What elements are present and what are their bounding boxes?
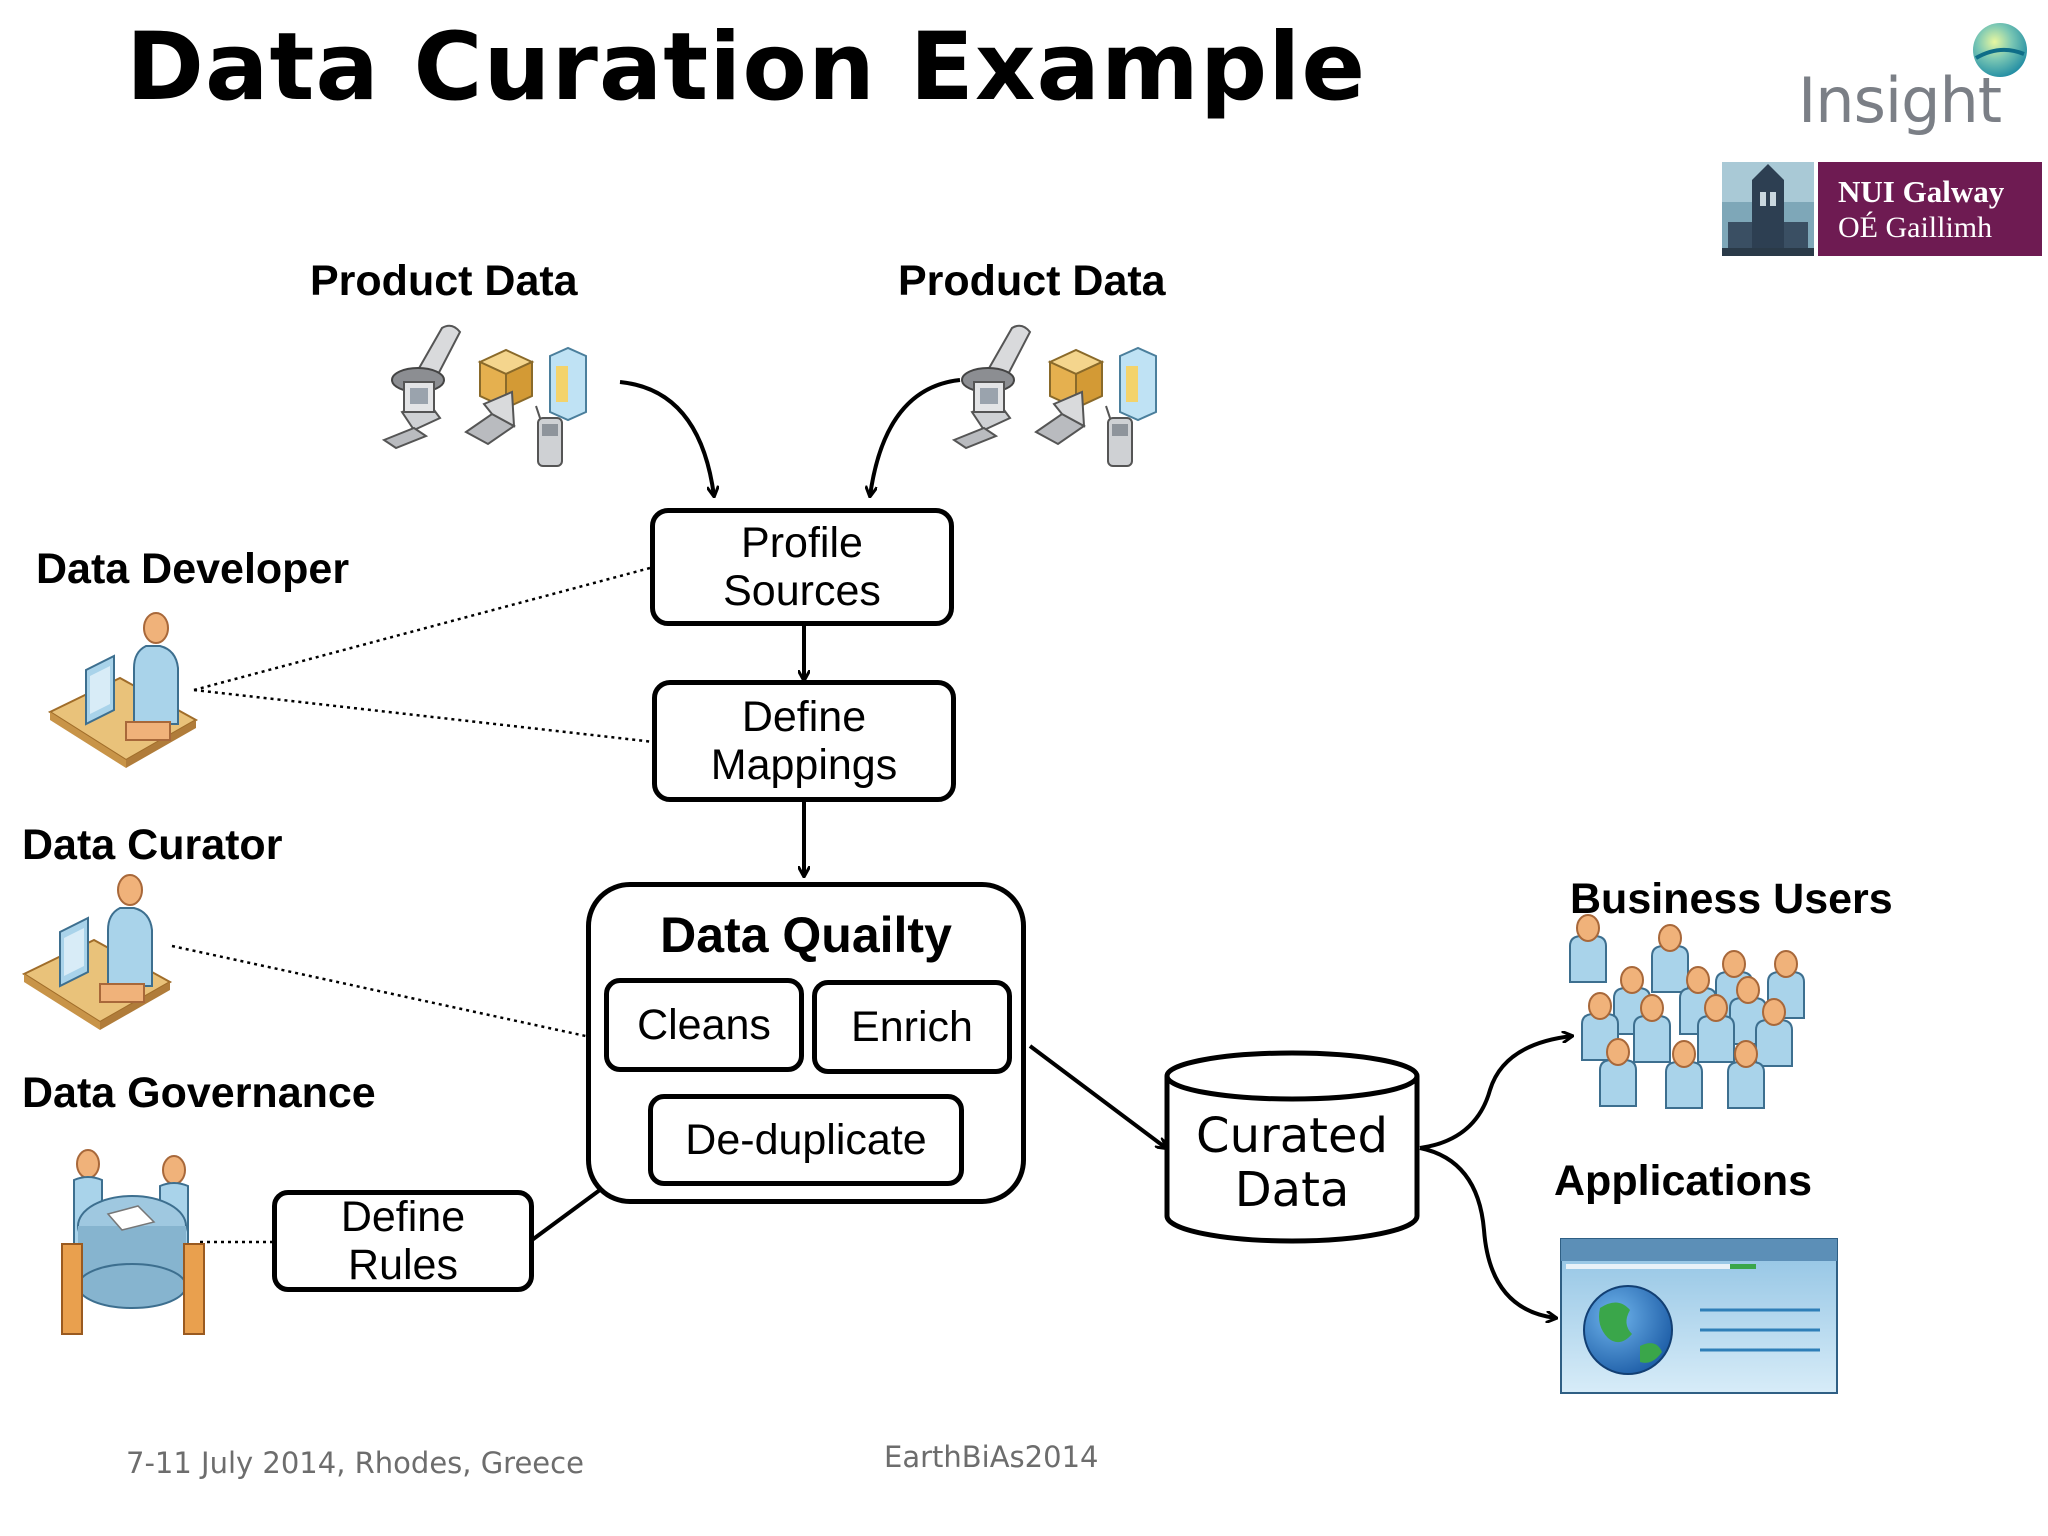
define-mappings-line2: Mappings [710, 741, 898, 789]
product-devices-right [951, 324, 1157, 467]
desktop-computer-icon [381, 381, 442, 450]
footer-date-location: 7-11 July 2014, Rhodes, Greece [126, 1446, 584, 1480]
nui-name: NUI Galway [1838, 174, 2005, 209]
university-tower-icon [1722, 162, 1814, 256]
nui-name-panel: NUI Galway OÉ Gaillimh [1818, 162, 2042, 256]
data-quality-title: Data Quailty [660, 907, 952, 963]
laptop-icon [464, 390, 516, 446]
enrich-step: Enrich [812, 980, 1012, 1074]
arrow-product-left-to-profile [619, 380, 714, 496]
mobile-phone-icon [535, 405, 563, 467]
de-duplicate-label: De-duplicate [685, 1115, 927, 1164]
define-rules-step: Define Rules [272, 1190, 534, 1292]
cereal-box-icon [549, 346, 587, 422]
define-mappings-line1: Define [741, 692, 867, 741]
data-curator-icon [21, 874, 173, 1030]
nui-galway-logo: NUI Galway OÉ Gaillimh [1722, 162, 2042, 256]
dotted-curator-to-quality [171, 944, 605, 1042]
product-data-label-left: Product Data [310, 257, 578, 305]
curated-data-store: Curated Data [1164, 1108, 1420, 1218]
insight-logo-text: Insight [1798, 64, 2002, 137]
arrow-curated-to-business [1419, 1036, 1572, 1150]
define-mappings-step: Define Mappings [652, 680, 956, 802]
curated-data-line2: Data [1234, 1161, 1350, 1218]
insight-orb-icon [1973, 23, 2027, 77]
data-governance-icon [61, 1149, 205, 1335]
business-users-group-icon [1569, 914, 1805, 1109]
profile-sources-step: Profile Sources [650, 508, 954, 626]
product-data-label-right: Product Data [898, 257, 1166, 305]
role-label-curator: Data Curator [22, 821, 283, 869]
package-box-icon [1047, 348, 1105, 410]
profile-sources-line2: Sources [723, 567, 881, 615]
curated-data-store-shape [1164, 1050, 1420, 1244]
laptop-icon [1034, 390, 1086, 446]
slide-title: Data Curation Example [126, 13, 1367, 122]
curated-data-line1: Curated [1196, 1108, 1388, 1164]
mobile-phone-icon [1105, 405, 1133, 467]
footer-event-name: EarthBiAs2014 [884, 1440, 1099, 1474]
arrow-rules-to-quality [530, 1184, 608, 1242]
cleans-step: Cleans [604, 978, 804, 1072]
desktop-computer-icon [951, 381, 1012, 450]
business-users-label: Business Users [1570, 875, 1893, 923]
profile-sources-line1: Profile [741, 518, 863, 567]
define-rules-line2: Rules [348, 1241, 458, 1289]
role-label-developer: Data Developer [36, 545, 350, 593]
define-rules-line1: Define [340, 1192, 466, 1241]
de-duplicate-step: De-duplicate [648, 1094, 964, 1186]
insight-logo: Insight [1790, 18, 2040, 138]
cleans-label: Cleans [637, 1000, 771, 1049]
role-label-governance: Data Governance [22, 1069, 376, 1117]
arrow-product-right-to-profile [870, 378, 961, 496]
applications-label: Applications [1554, 1157, 1813, 1205]
dotted-developer-to-mappings [193, 688, 655, 744]
enrich-label: Enrich [851, 1002, 973, 1051]
dotted-developer-to-profile [193, 566, 651, 692]
product-devices-left [381, 324, 587, 467]
nui-irish-name: OÉ Gaillimh [1838, 211, 1993, 244]
cereal-box-icon [1119, 346, 1157, 422]
data-developer-icon [47, 612, 199, 768]
arrow-quality-to-curated [1028, 1044, 1166, 1148]
application-window-icon [1560, 1238, 1838, 1394]
arrow-curated-to-applications [1419, 1146, 1556, 1318]
